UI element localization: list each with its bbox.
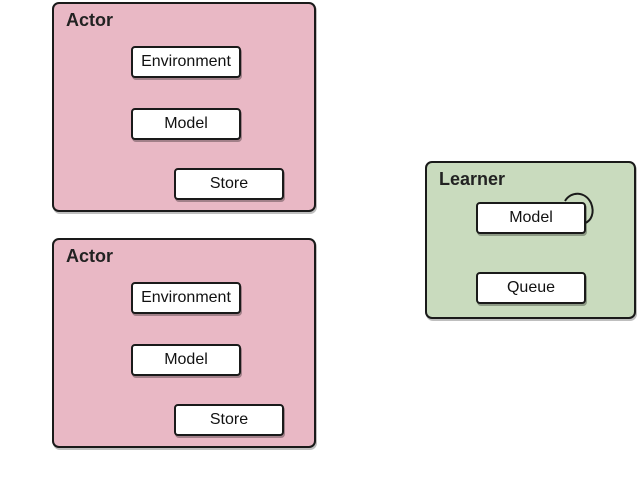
- environment-node: Environment: [131, 46, 241, 78]
- store-node: Store: [174, 404, 284, 436]
- model-node: Model: [131, 108, 241, 140]
- learner-title: Learner: [439, 169, 506, 189]
- actor-title: Actor: [66, 10, 114, 30]
- actor-title: Actor: [66, 246, 114, 266]
- actor-group-2: Actor Environment Model Store: [52, 238, 316, 448]
- environment-node: Environment: [131, 282, 241, 314]
- learner-model-node: Model: [476, 202, 586, 234]
- learner-group: Learner Model Queue: [425, 161, 636, 319]
- store-node: Store: [174, 168, 284, 200]
- queue-node: Queue: [476, 272, 586, 304]
- model-node: Model: [131, 344, 241, 376]
- self-loop-arrow: [564, 192, 594, 224]
- actor-group-1: Actor Environment Model Store: [52, 2, 316, 212]
